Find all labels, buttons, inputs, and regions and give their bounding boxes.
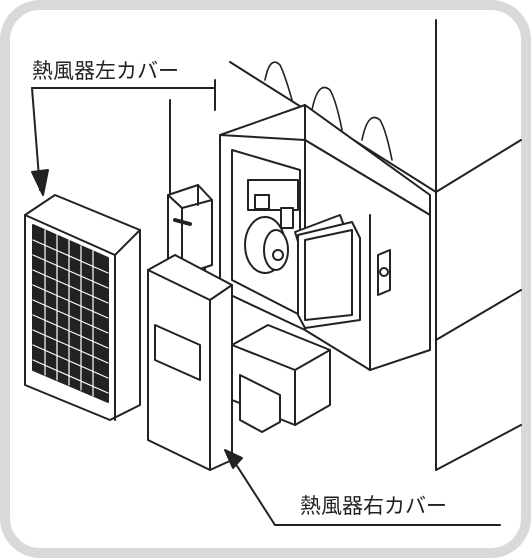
left-cover-label: 熱風器左カバー bbox=[32, 59, 179, 83]
right-cover bbox=[147, 254, 233, 471]
leader-line-left bbox=[31, 87, 216, 196]
duct-box bbox=[231, 324, 331, 433]
leader-line-right bbox=[224, 449, 501, 526]
heat-panel bbox=[297, 221, 361, 329]
right-cover-label: 熱風器右カバー bbox=[300, 494, 447, 518]
left-cover-grille bbox=[24, 194, 141, 421]
heat-wave-marks bbox=[264, 61, 393, 161]
